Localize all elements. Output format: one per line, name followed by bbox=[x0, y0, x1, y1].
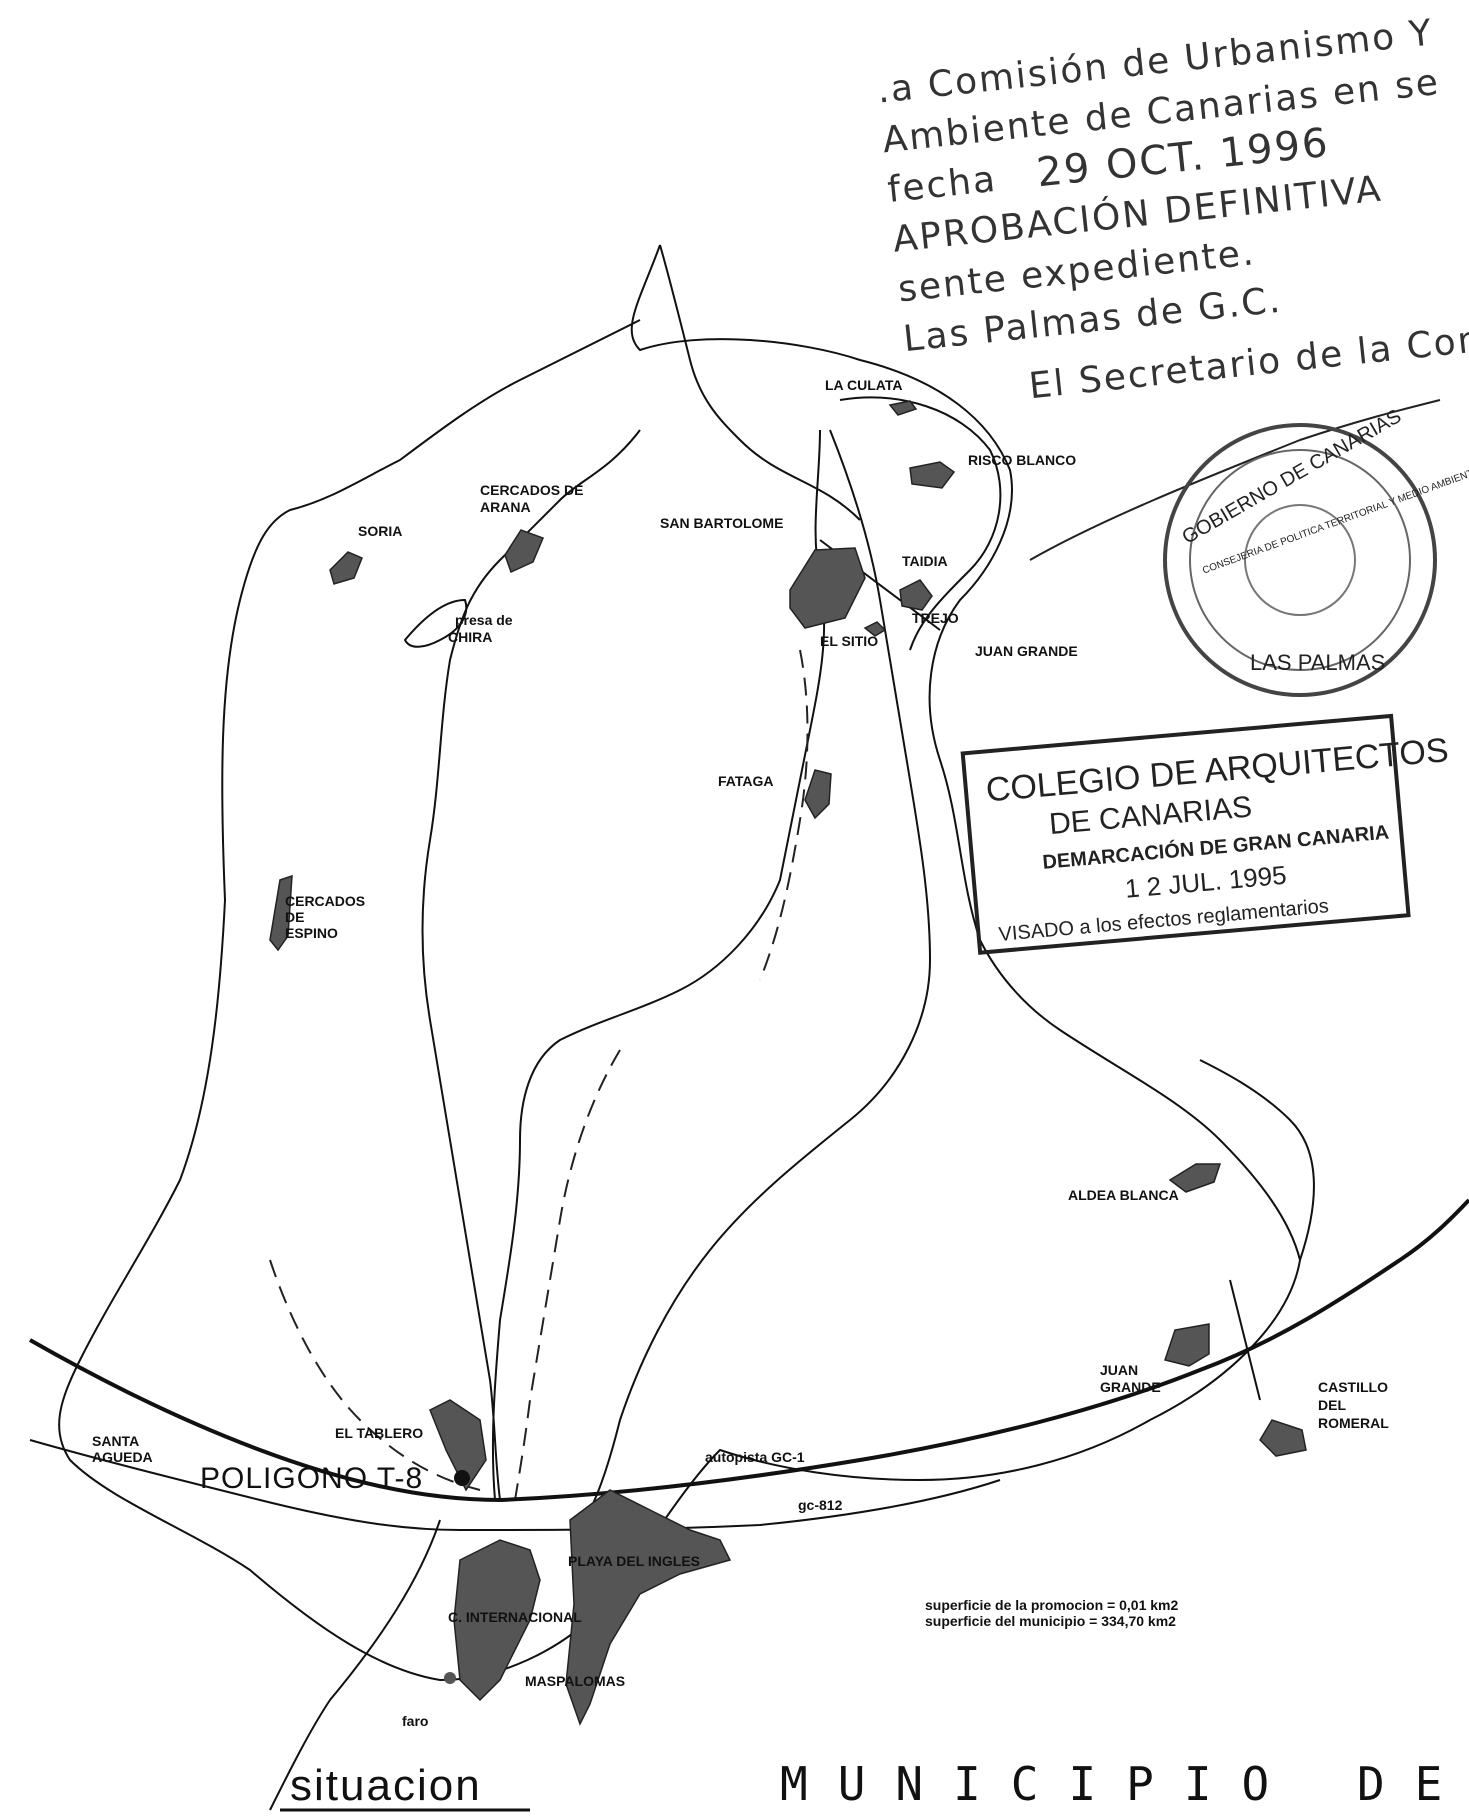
label-playa-del-ingles: PLAYA DEL INGLES bbox=[568, 1553, 700, 1569]
town-la-culata bbox=[888, 400, 918, 416]
label-gc812: gc-812 bbox=[798, 1497, 843, 1513]
label-juan-grande-1: JUAN bbox=[1100, 1362, 1138, 1378]
footer-situacion: situacion bbox=[290, 1761, 482, 1810]
label-cercados-arana-2: ARANA bbox=[480, 499, 531, 515]
river-north-loop bbox=[839, 396, 1002, 651]
label-poligono-t8: POLIGONO T-8 bbox=[200, 1462, 423, 1495]
label-castillo-2: DEL bbox=[1318, 1397, 1346, 1413]
label-cercados-espino-3: ESPINO bbox=[285, 925, 338, 941]
label-aldea-blanca: ALDEA BLANCA bbox=[1068, 1187, 1179, 1203]
signature-stroke bbox=[1029, 399, 1441, 561]
label-juan-grande-2: GRANDE bbox=[1100, 1379, 1161, 1395]
river-top bbox=[659, 244, 861, 521]
label-presa-1: presa de bbox=[455, 612, 513, 628]
road-gc812 bbox=[29, 1439, 1001, 1532]
road-east-branch bbox=[1199, 1059, 1315, 1261]
river-west bbox=[421, 429, 641, 1501]
town-risco-blanco bbox=[909, 461, 956, 489]
stats-promocion: superficie de la promocion = 0,01 km2 bbox=[925, 1597, 1178, 1613]
autopista-gc1 bbox=[29, 1198, 1469, 1503]
label-faro: faro bbox=[402, 1713, 428, 1729]
town-soria bbox=[329, 551, 363, 585]
colegio-line-4: 1 2 JUL. 1995 bbox=[1124, 860, 1288, 904]
poligono-t8-marker bbox=[454, 1470, 470, 1486]
town-campo-internacional bbox=[453, 1539, 541, 1702]
colegio-stamp: COLEGIO DE ARQUITECTOS DE CANARIAS DEMAR… bbox=[960, 713, 1450, 955]
approval-note: .a Comisión de Urbanismo Y Ambiente de C… bbox=[875, 12, 1469, 407]
approval-line-3-prefix: fecha bbox=[886, 159, 999, 211]
town-san-bartolome bbox=[789, 547, 866, 629]
river-center bbox=[491, 429, 826, 1501]
faro-marker bbox=[444, 1672, 456, 1684]
gobierno-seal: GOBIERNO DE CANARIAS CONSEJERIA DE POLIT… bbox=[1163, 405, 1469, 697]
label-cercados-espino-2: DE bbox=[285, 909, 304, 925]
label-castillo-3: ROMERAL bbox=[1318, 1415, 1389, 1431]
footer-municipio: MUNICIPIO DE bbox=[780, 1757, 1469, 1811]
stats-municipio: superficie del municipio = 334,70 km2 bbox=[925, 1613, 1176, 1629]
dashed-track-1 bbox=[514, 1049, 621, 1501]
road-castillo bbox=[1229, 1279, 1261, 1401]
river-east bbox=[589, 429, 932, 1511]
town-fataga bbox=[804, 769, 832, 820]
town-juan-grande bbox=[1164, 1323, 1210, 1367]
label-presa-2: CHIRA bbox=[448, 629, 492, 645]
label-tajdia: TAIDIA bbox=[902, 553, 948, 569]
label-cercados-espino-1: CERCADOS bbox=[285, 893, 365, 909]
town-cercados-espino bbox=[269, 874, 293, 952]
label-el-sitio: EL SITIO bbox=[820, 633, 878, 649]
town-tajdia bbox=[899, 579, 933, 611]
label-santa-agueda-1: SANTA bbox=[92, 1433, 139, 1449]
town-cercados-arana bbox=[504, 529, 544, 574]
town-el-tablero bbox=[429, 1399, 487, 1492]
municipal-border bbox=[58, 244, 1302, 1682]
label-cercados-arana-1: CERCADOS DE bbox=[480, 482, 583, 498]
label-autopista-gc1: autopista GC-1 bbox=[705, 1449, 805, 1465]
seal-bottom-text: LAS PALMAS bbox=[1250, 650, 1385, 675]
label-el-tablero: EL TABLERO bbox=[335, 1425, 423, 1441]
label-trejo: TREJO bbox=[912, 610, 959, 626]
label-santa-agueda-2: AGUEDA bbox=[92, 1449, 153, 1465]
label-san-bartolome: SAN BARTOLOME bbox=[660, 515, 783, 531]
label-campo-internacional: C. INTERNACIONAL bbox=[448, 1609, 582, 1625]
town-castillo-del-romeral bbox=[1259, 1419, 1307, 1457]
label-castillo-1: CASTILLO bbox=[1318, 1379, 1388, 1395]
town-aldea-blanca bbox=[1168, 1163, 1222, 1193]
label-soria: SORIA bbox=[358, 523, 402, 539]
presa-de-chira-reservoir bbox=[403, 598, 468, 648]
dashed-track-3 bbox=[759, 649, 809, 981]
label-la-culata: LA CULATA bbox=[825, 377, 903, 393]
town-playa-del-ingles bbox=[565, 1489, 732, 1726]
label-fataga: FATAGA bbox=[718, 773, 773, 789]
road-diagonal bbox=[269, 1519, 441, 1811]
town-el-sitio bbox=[863, 621, 887, 637]
label-maspalomas: MASPALOMAS bbox=[525, 1673, 625, 1689]
label-juan-grande-top: JUAN GRANDE bbox=[975, 643, 1078, 659]
label-risco-blanco: RISCO BLANCO bbox=[968, 452, 1076, 468]
dashed-track-2 bbox=[269, 1259, 481, 1491]
